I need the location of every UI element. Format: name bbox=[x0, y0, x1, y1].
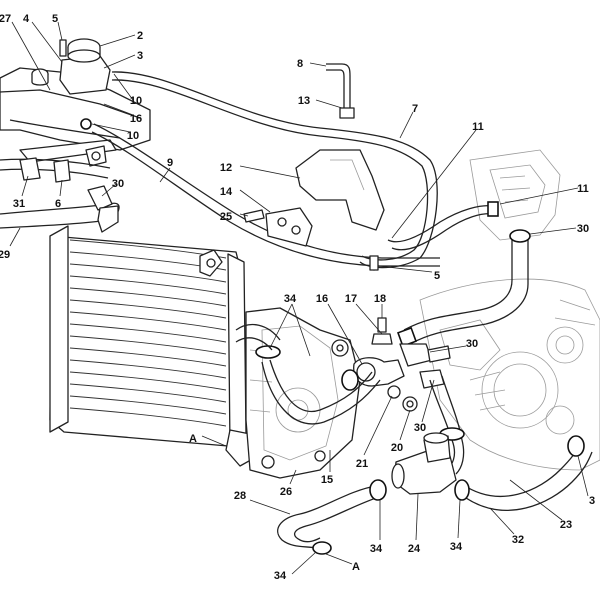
hose-right-upper bbox=[387, 201, 531, 347]
callout-c-A2: A bbox=[352, 561, 360, 573]
callout-c-20: 20 bbox=[391, 442, 403, 454]
callout-c-17: 17 bbox=[345, 293, 357, 305]
callout-c-34d: 34 bbox=[274, 570, 287, 582]
callout-c-30c: 30 bbox=[466, 338, 478, 350]
callout-c-30b: 30 bbox=[577, 223, 589, 235]
callout-c-7: 7 bbox=[412, 103, 418, 115]
callout-c-34c: 34 bbox=[450, 541, 463, 553]
callout-c-24: 24 bbox=[408, 543, 421, 555]
callout-c-8: 8 bbox=[297, 58, 303, 70]
hose-center-lower bbox=[235, 323, 381, 425]
callout-c-11b: 11 bbox=[577, 183, 589, 195]
expansion-tank bbox=[0, 38, 151, 167]
callout-c-A1: A bbox=[189, 433, 197, 445]
callout-c-34a: 34 bbox=[284, 293, 297, 305]
callout-c-15: 15 bbox=[321, 474, 333, 486]
hose-overflow bbox=[0, 157, 120, 233]
callout-c-30a: 30 bbox=[112, 178, 124, 190]
hose-28 bbox=[277, 479, 387, 555]
bleed-pipe bbox=[326, 63, 355, 119]
callout-c-9: 9 bbox=[167, 157, 173, 169]
hose-32 bbox=[429, 375, 593, 511]
callout-c-13: 13 bbox=[298, 95, 310, 107]
pump-housing bbox=[245, 307, 361, 479]
callout-c-32: 32 bbox=[512, 534, 524, 546]
callout-c-2: 2 bbox=[137, 30, 143, 42]
radiator bbox=[49, 225, 259, 467]
callout-c-5a: 5 bbox=[52, 13, 58, 25]
hose-7 bbox=[111, 71, 438, 269]
callout-c-27: 27 bbox=[0, 13, 11, 25]
callout-c-30d: 30 bbox=[414, 422, 426, 434]
t-connector bbox=[391, 432, 457, 495]
callout-c-11a: 11 bbox=[472, 121, 484, 133]
callout-c-6: 6 bbox=[55, 198, 61, 210]
callout-c-4: 4 bbox=[23, 13, 30, 25]
callout-c-10a: 10 bbox=[130, 95, 142, 107]
callout-c-10b: 10 bbox=[127, 130, 139, 142]
callout-c-25: 25 bbox=[220, 211, 232, 223]
callout-c-14: 14 bbox=[220, 186, 233, 198]
callout-c-28: 28 bbox=[234, 490, 246, 502]
leader-lines bbox=[9, 21, 589, 575]
callout-c-5b: 5 bbox=[434, 270, 440, 282]
callout-c-34b: 34 bbox=[370, 543, 383, 555]
callout-c-16a: 16 bbox=[130, 113, 142, 125]
callout-c-18: 18 bbox=[374, 293, 386, 305]
callout-c-31: 31 bbox=[13, 198, 25, 210]
callout-c-16b: 16 bbox=[316, 293, 328, 305]
callout-c-26: 26 bbox=[280, 486, 292, 498]
callout-c-12: 12 bbox=[220, 162, 232, 174]
hose-9 bbox=[91, 123, 440, 267]
bracket bbox=[243, 149, 385, 271]
callout-c-23: 23 bbox=[560, 519, 572, 531]
callout-c-3: 3 bbox=[137, 50, 143, 62]
callout-c-21: 21 bbox=[356, 458, 368, 470]
callout-c-29: 29 bbox=[0, 249, 10, 261]
engine-outline bbox=[419, 149, 600, 471]
radiator-fins bbox=[69, 239, 227, 427]
callout-c-3b: 3 bbox=[589, 495, 595, 507]
